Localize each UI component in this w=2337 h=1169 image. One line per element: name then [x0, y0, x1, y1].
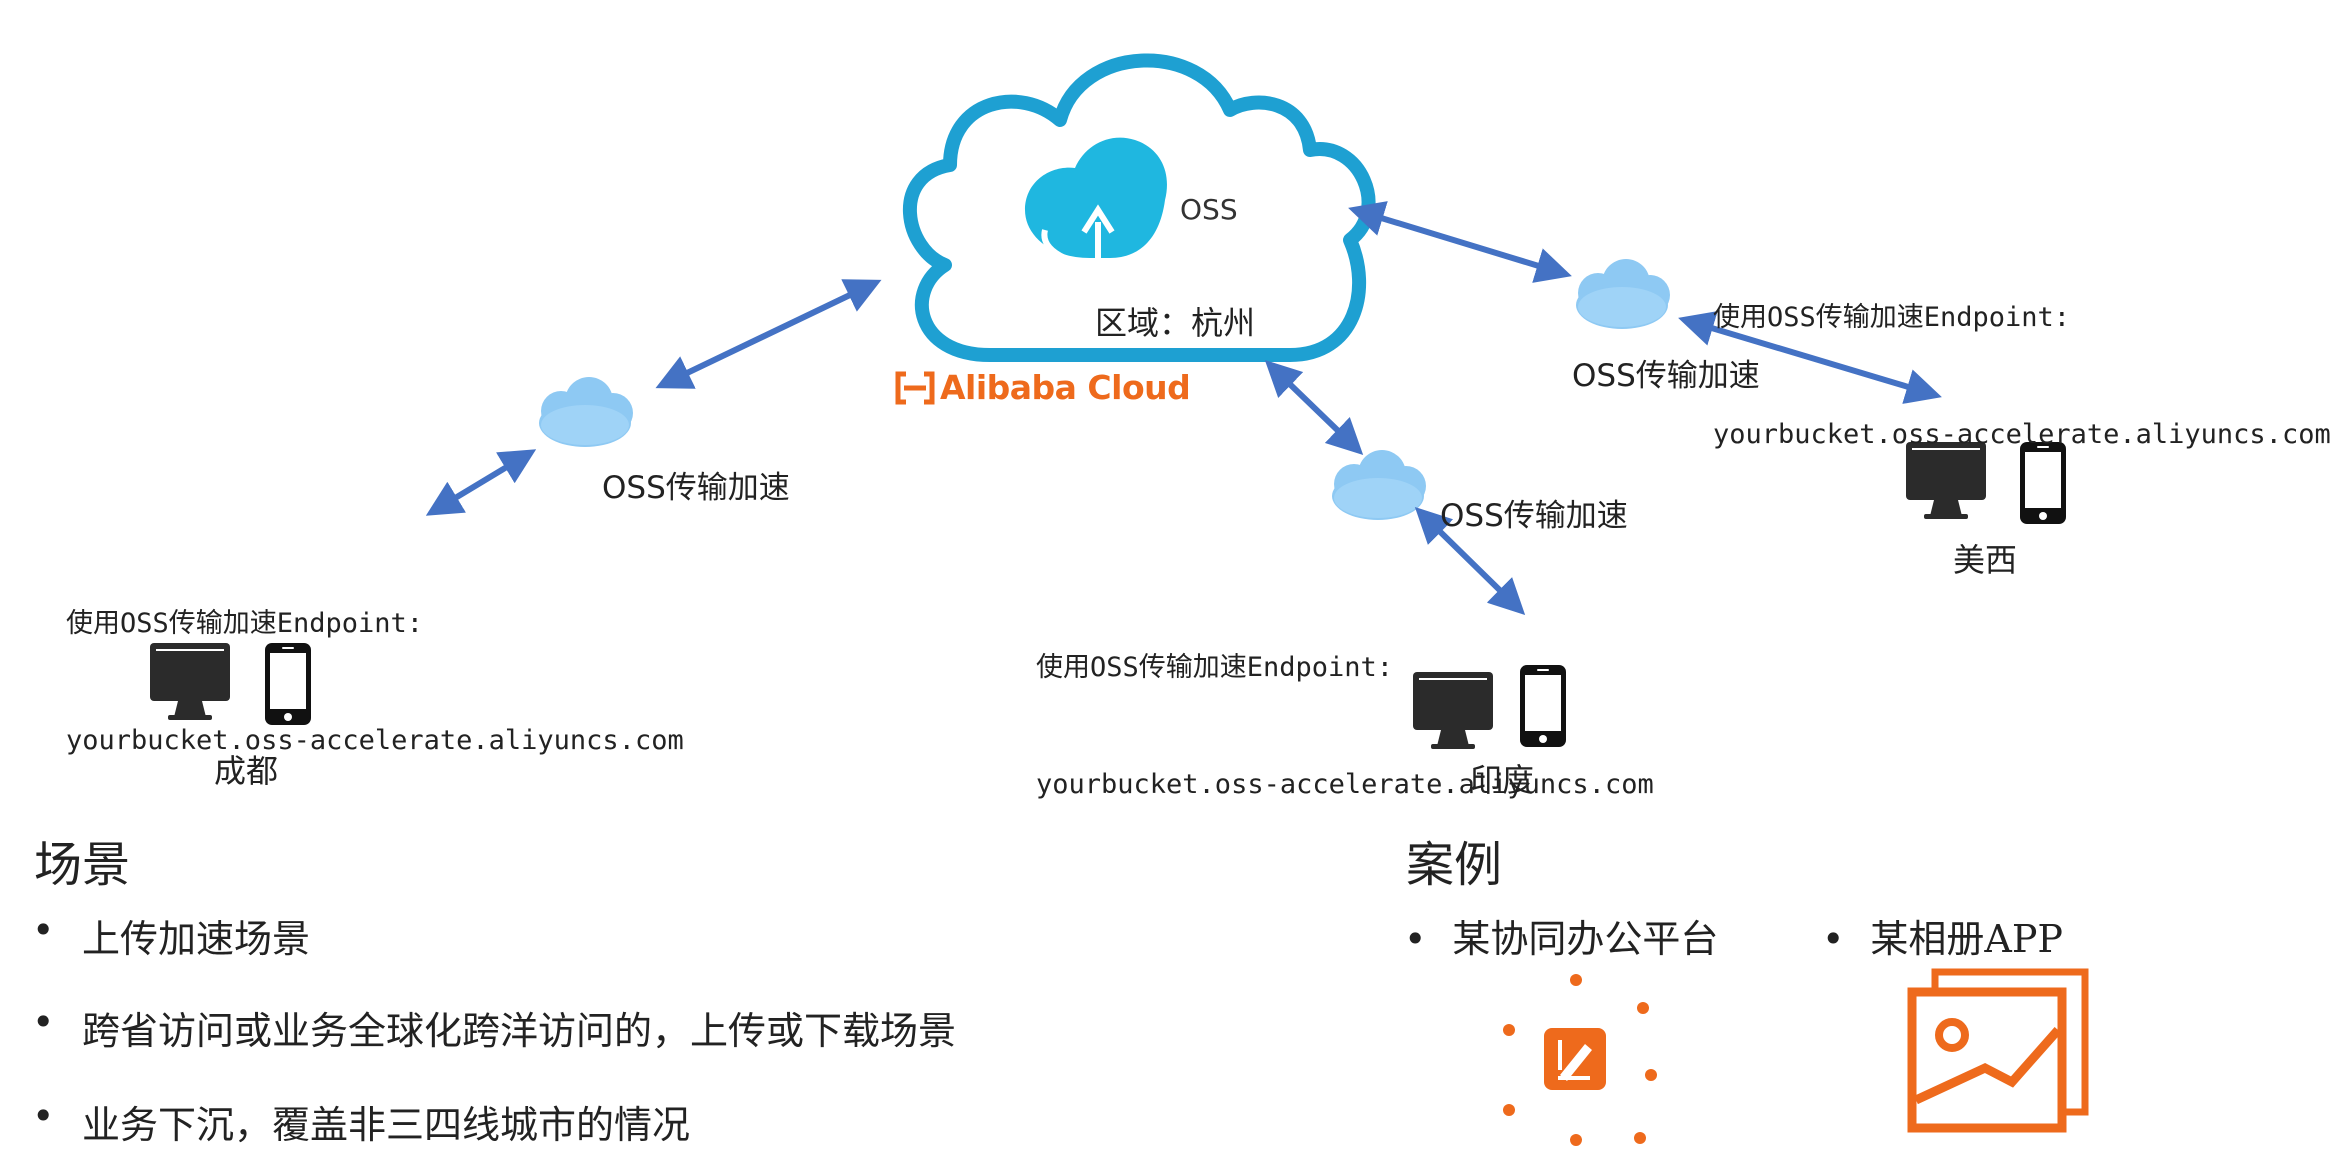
- alibaba-cloud-brand: Alibaba Cloud: [940, 368, 1191, 407]
- oss-region-label: 区域：杭州: [1095, 304, 1256, 342]
- endpoint-title: 使用OSS传输加速Endpoint:: [66, 608, 424, 639]
- city-label-chengdu: 成都: [214, 752, 279, 790]
- arrow-oss-to-chengdu-cloud: [655, 279, 882, 389]
- city-label-india: 印度: [1470, 761, 1535, 799]
- endpoint-url: yourbucket.oss-accelerate.aliyuncs.com: [1036, 769, 1654, 800]
- endpoint-title: 使用OSS传输加速Endpoint:: [1036, 652, 1394, 683]
- scenario-item: 业务下沉，覆盖非三四线城市的情况: [32, 1094, 690, 1149]
- bullet: •: [1822, 917, 1845, 961]
- oss-upload-icon: [1025, 137, 1167, 265]
- scenarios-title: 场景: [34, 837, 131, 893]
- accel-label-chengdu: OSS传输加速: [602, 470, 790, 506]
- alibaba-cloud-logo-icon: [895, 371, 935, 405]
- cases-title: 案例: [1406, 837, 1503, 893]
- arrow-chengdu-cloud-to-users: [425, 449, 537, 516]
- oss-label: OSS: [1180, 193, 1238, 226]
- endpoint-note-chengdu: 使用OSS传输加速Endpoint: yourbucket.oss-accele…: [66, 526, 684, 799]
- arrow-uswest-cloud-to-users: [1678, 311, 1942, 404]
- endpoint-title: 使用OSS传输加速Endpoint:: [1713, 302, 2071, 333]
- case-label: 某协同办公平台: [1452, 917, 1719, 961]
- accel-cloud-india: [1332, 450, 1426, 520]
- city-label-uswest: 美西: [1953, 541, 2018, 579]
- arrow-oss-to-india-cloud: [1264, 359, 1364, 456]
- scenario-item: 跨省访问或业务全球化跨洋访问的，上传或下载场景: [32, 1000, 956, 1055]
- accel-label-uswest: OSS传输加速: [1572, 358, 1760, 394]
- endpoint-url: yourbucket.oss-accelerate.aliyuncs.com: [66, 725, 684, 756]
- bullet: •: [1404, 917, 1427, 961]
- case-item-album: • 某相册APP: [1822, 908, 2063, 963]
- arrow-india-cloud-to-users: [1414, 506, 1526, 616]
- office-platform-icon: [1503, 974, 1657, 1146]
- arrow-oss-to-uswest-cloud: [1348, 201, 1572, 283]
- endpoint-note-uswest: 使用OSS传输加速Endpoint: yourbucket.oss-accele…: [1713, 220, 2331, 493]
- case-label: 某相册APP: [1870, 917, 2064, 961]
- endpoint-note-india: 使用OSS传输加速Endpoint: yourbucket.oss-accele…: [1036, 570, 1654, 843]
- photo-album-icon: [1907, 968, 2089, 1133]
- case-item-office: • 某协同办公平台: [1404, 908, 1718, 963]
- accel-label-india: OSS传输加速: [1440, 498, 1628, 534]
- scenario-item: 上传加速场景: [32, 908, 310, 963]
- accel-cloud-uswest: [1576, 259, 1670, 329]
- endpoint-url: yourbucket.oss-accelerate.aliyuncs.com: [1713, 419, 2331, 450]
- accel-cloud-chengdu: [539, 377, 633, 447]
